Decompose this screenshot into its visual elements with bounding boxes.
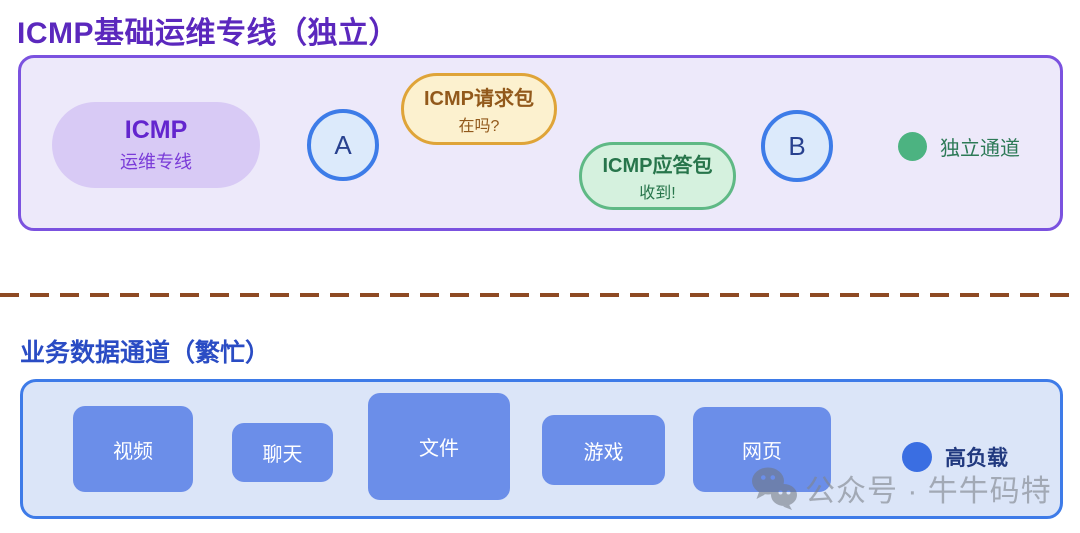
dashed-divider <box>0 293 1080 297</box>
icmp-reply-subtitle: 收到! <box>639 185 676 202</box>
host-b-node: B <box>761 110 833 182</box>
icmp-line-subtitle: 运维专线 <box>120 152 192 172</box>
icmp-line-node: ICMP 运维专线 <box>52 102 260 188</box>
icmp-channel-panel: ICMP 运维专线 A ICMP请求包 在吗? ICMP应答包 收到! B 独立… <box>18 55 1063 231</box>
traffic-box-video: 视频 <box>73 406 193 492</box>
traffic-box-file: 文件 <box>368 393 510 500</box>
high-load-legend: 高负载 <box>902 442 1008 472</box>
icmp-request-bubble: ICMP请求包 在吗? <box>401 73 557 145</box>
icmp-request-subtitle: 在吗? <box>458 118 500 135</box>
traffic-box-web: 网页 <box>693 407 831 492</box>
green-dot-icon <box>898 132 927 161</box>
watermark-label: 公众号 · 牛牛码特 <box>805 475 1052 508</box>
idle-channel-legend: 独立通道 <box>898 132 1020 161</box>
icmp-line-title: ICMP <box>124 116 188 144</box>
business-channel-panel: 视频 聊天 文件 游戏 网页 高负载 公众号 · 牛牛码特 <box>20 379 1063 519</box>
high-load-legend-label: 高负载 <box>945 447 1008 470</box>
business-section-title: 业务数据通道（繁忙） <box>20 339 271 367</box>
idle-channel-legend-label: 独立通道 <box>940 138 1020 160</box>
wechat-icon <box>752 467 797 510</box>
icmp-request-title: ICMP请求包 <box>424 88 534 110</box>
blue-dot-icon <box>902 442 932 472</box>
host-a-node: A <box>307 109 379 181</box>
traffic-box-game: 游戏 <box>542 415 665 485</box>
watermark: 公众号 · 牛牛码特 <box>749 466 1052 510</box>
traffic-box-chat: 聊天 <box>232 423 333 482</box>
icmp-reply-bubble: ICMP应答包 收到! <box>579 142 736 210</box>
icmp-section-title: ICMP基础运维专线（独立） <box>17 17 399 50</box>
icmp-reply-title: ICMP应答包 <box>602 155 713 177</box>
